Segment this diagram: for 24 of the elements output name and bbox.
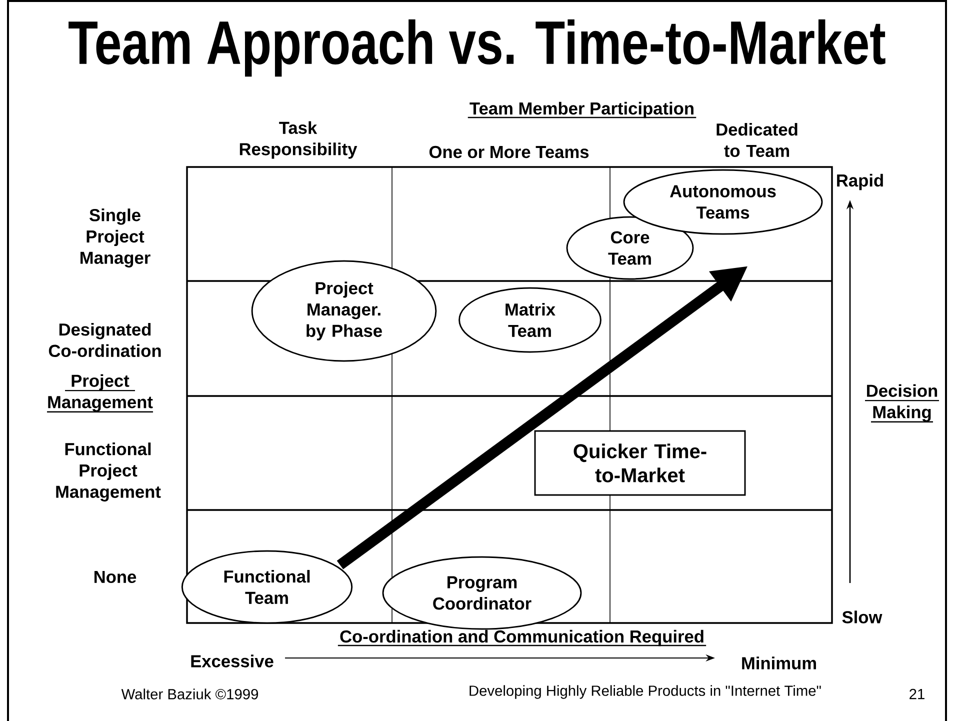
- axis-label: Slow: [842, 610, 882, 624]
- page-number: 21: [910, 688, 924, 700]
- ellipse-node: Project Manager. by Phase: [251, 260, 437, 362]
- axis-label: Project Management: [47, 374, 153, 412]
- axis-label: Designated Co-ordination: [48, 322, 161, 358]
- axis-label: Minimum: [742, 656, 816, 670]
- axis-label: Team Member Participation: [468, 102, 696, 118]
- footer-text: Walter Baziuk ©1999: [121, 688, 258, 700]
- axis-label: Functional Project Management: [56, 442, 161, 502]
- axis-label: Excessive: [191, 654, 274, 668]
- axis-label: Co-ordination and Communication Required: [338, 630, 706, 646]
- ellipse-node: Matrix Team: [458, 287, 602, 353]
- axis-label: Decision Making: [865, 384, 939, 422]
- text-box: Quicker Time-to-Market: [534, 430, 746, 496]
- ellipse-node: Program Coordinator: [382, 556, 582, 630]
- ellipse-node: Functional Team: [181, 550, 353, 624]
- ellipse-node: Autonomous Teams: [623, 169, 823, 235]
- axis-label: Task Responsibility: [240, 121, 358, 159]
- slide-title: Team Approach vs. Time-to-Market: [68, 19, 886, 77]
- footer-text: Developing Highly Reliable Products in "Internet Time": [470, 685, 821, 699]
- axis-label: None: [94, 570, 136, 584]
- axis-label: One or More Teams: [429, 146, 589, 158]
- ellipse-node: Core Team: [566, 216, 694, 280]
- axis-label: Single Project Manager: [80, 208, 150, 268]
